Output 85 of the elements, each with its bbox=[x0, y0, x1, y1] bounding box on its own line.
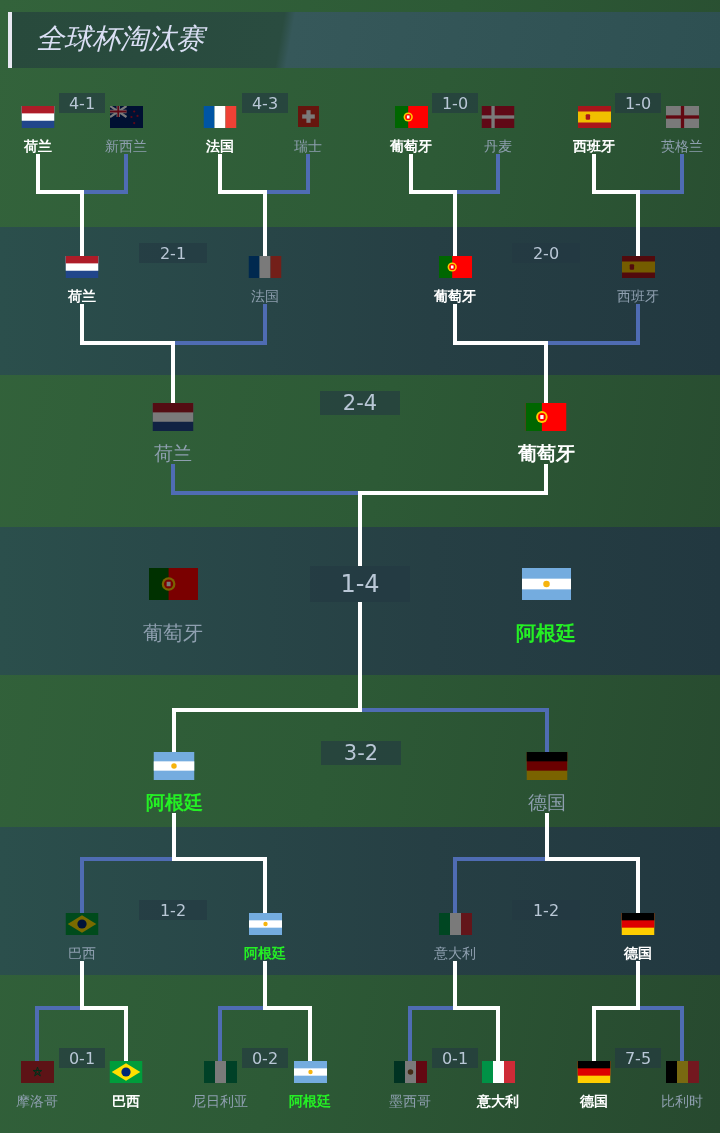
bracket-line bbox=[84, 154, 128, 194]
team-name: 葡萄牙 bbox=[143, 621, 203, 645]
bracket-line bbox=[358, 491, 362, 566]
match-score: 1-0 bbox=[432, 93, 478, 113]
bracket-line bbox=[636, 961, 640, 1010]
team-name: 新西兰 bbox=[105, 138, 147, 154]
bracket-line bbox=[362, 464, 548, 495]
team-name: 意大利 bbox=[434, 945, 476, 961]
match-score: 1-2 bbox=[139, 900, 207, 920]
team-name: 葡萄牙 bbox=[434, 288, 476, 304]
match-score: 1-4 bbox=[310, 566, 410, 602]
team-name: 巴西 bbox=[68, 945, 96, 961]
team-name: 法国 bbox=[251, 288, 279, 304]
team-name: 法国 bbox=[206, 138, 234, 154]
team-name: 英格兰 bbox=[661, 138, 703, 154]
bracket-line bbox=[35, 1006, 80, 1061]
bracket-line bbox=[545, 813, 549, 861]
team-name: 荷兰 bbox=[68, 288, 96, 304]
bracket-line bbox=[640, 154, 684, 194]
bracket-line bbox=[267, 154, 310, 194]
team-name: 巴西 bbox=[112, 1093, 140, 1109]
bracket-line bbox=[453, 857, 545, 913]
team-name: 阿根廷 bbox=[145, 791, 203, 813]
bracket-line bbox=[36, 154, 80, 194]
bracket-line bbox=[548, 304, 640, 345]
team-name: 德国 bbox=[528, 791, 566, 813]
match-score: 1-0 bbox=[615, 93, 661, 113]
bracket-line bbox=[172, 813, 176, 861]
bracket-line bbox=[218, 154, 263, 194]
bracket-line bbox=[544, 341, 548, 403]
match-score: 2-4 bbox=[320, 391, 400, 415]
bracket-line bbox=[218, 1006, 263, 1061]
team-name: 瑞士 bbox=[294, 138, 322, 154]
team-name: 西班牙 bbox=[573, 138, 615, 154]
bracket-line bbox=[172, 708, 358, 752]
team-name: 荷兰 bbox=[24, 138, 52, 154]
bracket-line bbox=[175, 304, 267, 345]
bracket-line bbox=[592, 154, 636, 194]
team-name: 阿根廷 bbox=[244, 945, 286, 961]
bracket-line bbox=[453, 961, 457, 1010]
team-name: 德国 bbox=[624, 945, 652, 961]
bracket-line bbox=[263, 190, 267, 256]
team-name: 意大利 bbox=[477, 1093, 519, 1109]
bracket-line bbox=[80, 961, 84, 1010]
bracket-line bbox=[80, 304, 171, 345]
team-name: 葡萄牙 bbox=[390, 138, 432, 154]
team-name: 葡萄牙 bbox=[517, 442, 575, 464]
bracket-line bbox=[80, 857, 172, 913]
bracket-line bbox=[457, 154, 500, 194]
bracket-line bbox=[263, 961, 267, 1010]
bracket-line bbox=[592, 1006, 636, 1061]
match-score: 0-2 bbox=[242, 1048, 288, 1068]
team-name: 德国 bbox=[580, 1093, 608, 1109]
team-name: 丹麦 bbox=[484, 138, 512, 154]
bracket-line bbox=[80, 190, 84, 256]
bracket-line bbox=[640, 1006, 684, 1061]
team-name: 比利时 bbox=[661, 1093, 703, 1109]
bracket-line bbox=[636, 190, 640, 256]
bracket-line bbox=[171, 341, 175, 403]
bracket-line bbox=[267, 1006, 312, 1061]
team-name: 墨西哥 bbox=[389, 1093, 431, 1109]
team-name: 摩洛哥 bbox=[16, 1093, 58, 1109]
team-name: 荷兰 bbox=[154, 442, 192, 464]
bracket-line bbox=[171, 464, 358, 495]
match-score: 0-1 bbox=[59, 1048, 105, 1068]
bracket-line bbox=[362, 708, 549, 752]
bracket-line bbox=[409, 154, 453, 194]
bracket-line bbox=[176, 857, 267, 913]
match-score: 4-1 bbox=[59, 93, 105, 113]
bracket-line bbox=[408, 1006, 453, 1061]
team-name: 尼日利亚 bbox=[192, 1093, 248, 1109]
bracket-line bbox=[453, 190, 457, 256]
bracket-line bbox=[358, 602, 362, 712]
match-score: 0-1 bbox=[432, 1048, 478, 1068]
bracket-line bbox=[549, 857, 640, 913]
team-name: 阿根廷 bbox=[289, 1093, 331, 1109]
team-name: 阿根廷 bbox=[516, 621, 576, 645]
bracket-line bbox=[457, 1006, 500, 1061]
match-score: 3-2 bbox=[321, 741, 401, 765]
match-score: 4-3 bbox=[242, 93, 288, 113]
match-score: 7-5 bbox=[615, 1048, 661, 1068]
bracket-line bbox=[84, 1006, 128, 1061]
team-name: 西班牙 bbox=[617, 288, 659, 304]
bracket-line bbox=[453, 304, 544, 345]
match-score: 2-1 bbox=[139, 243, 207, 263]
